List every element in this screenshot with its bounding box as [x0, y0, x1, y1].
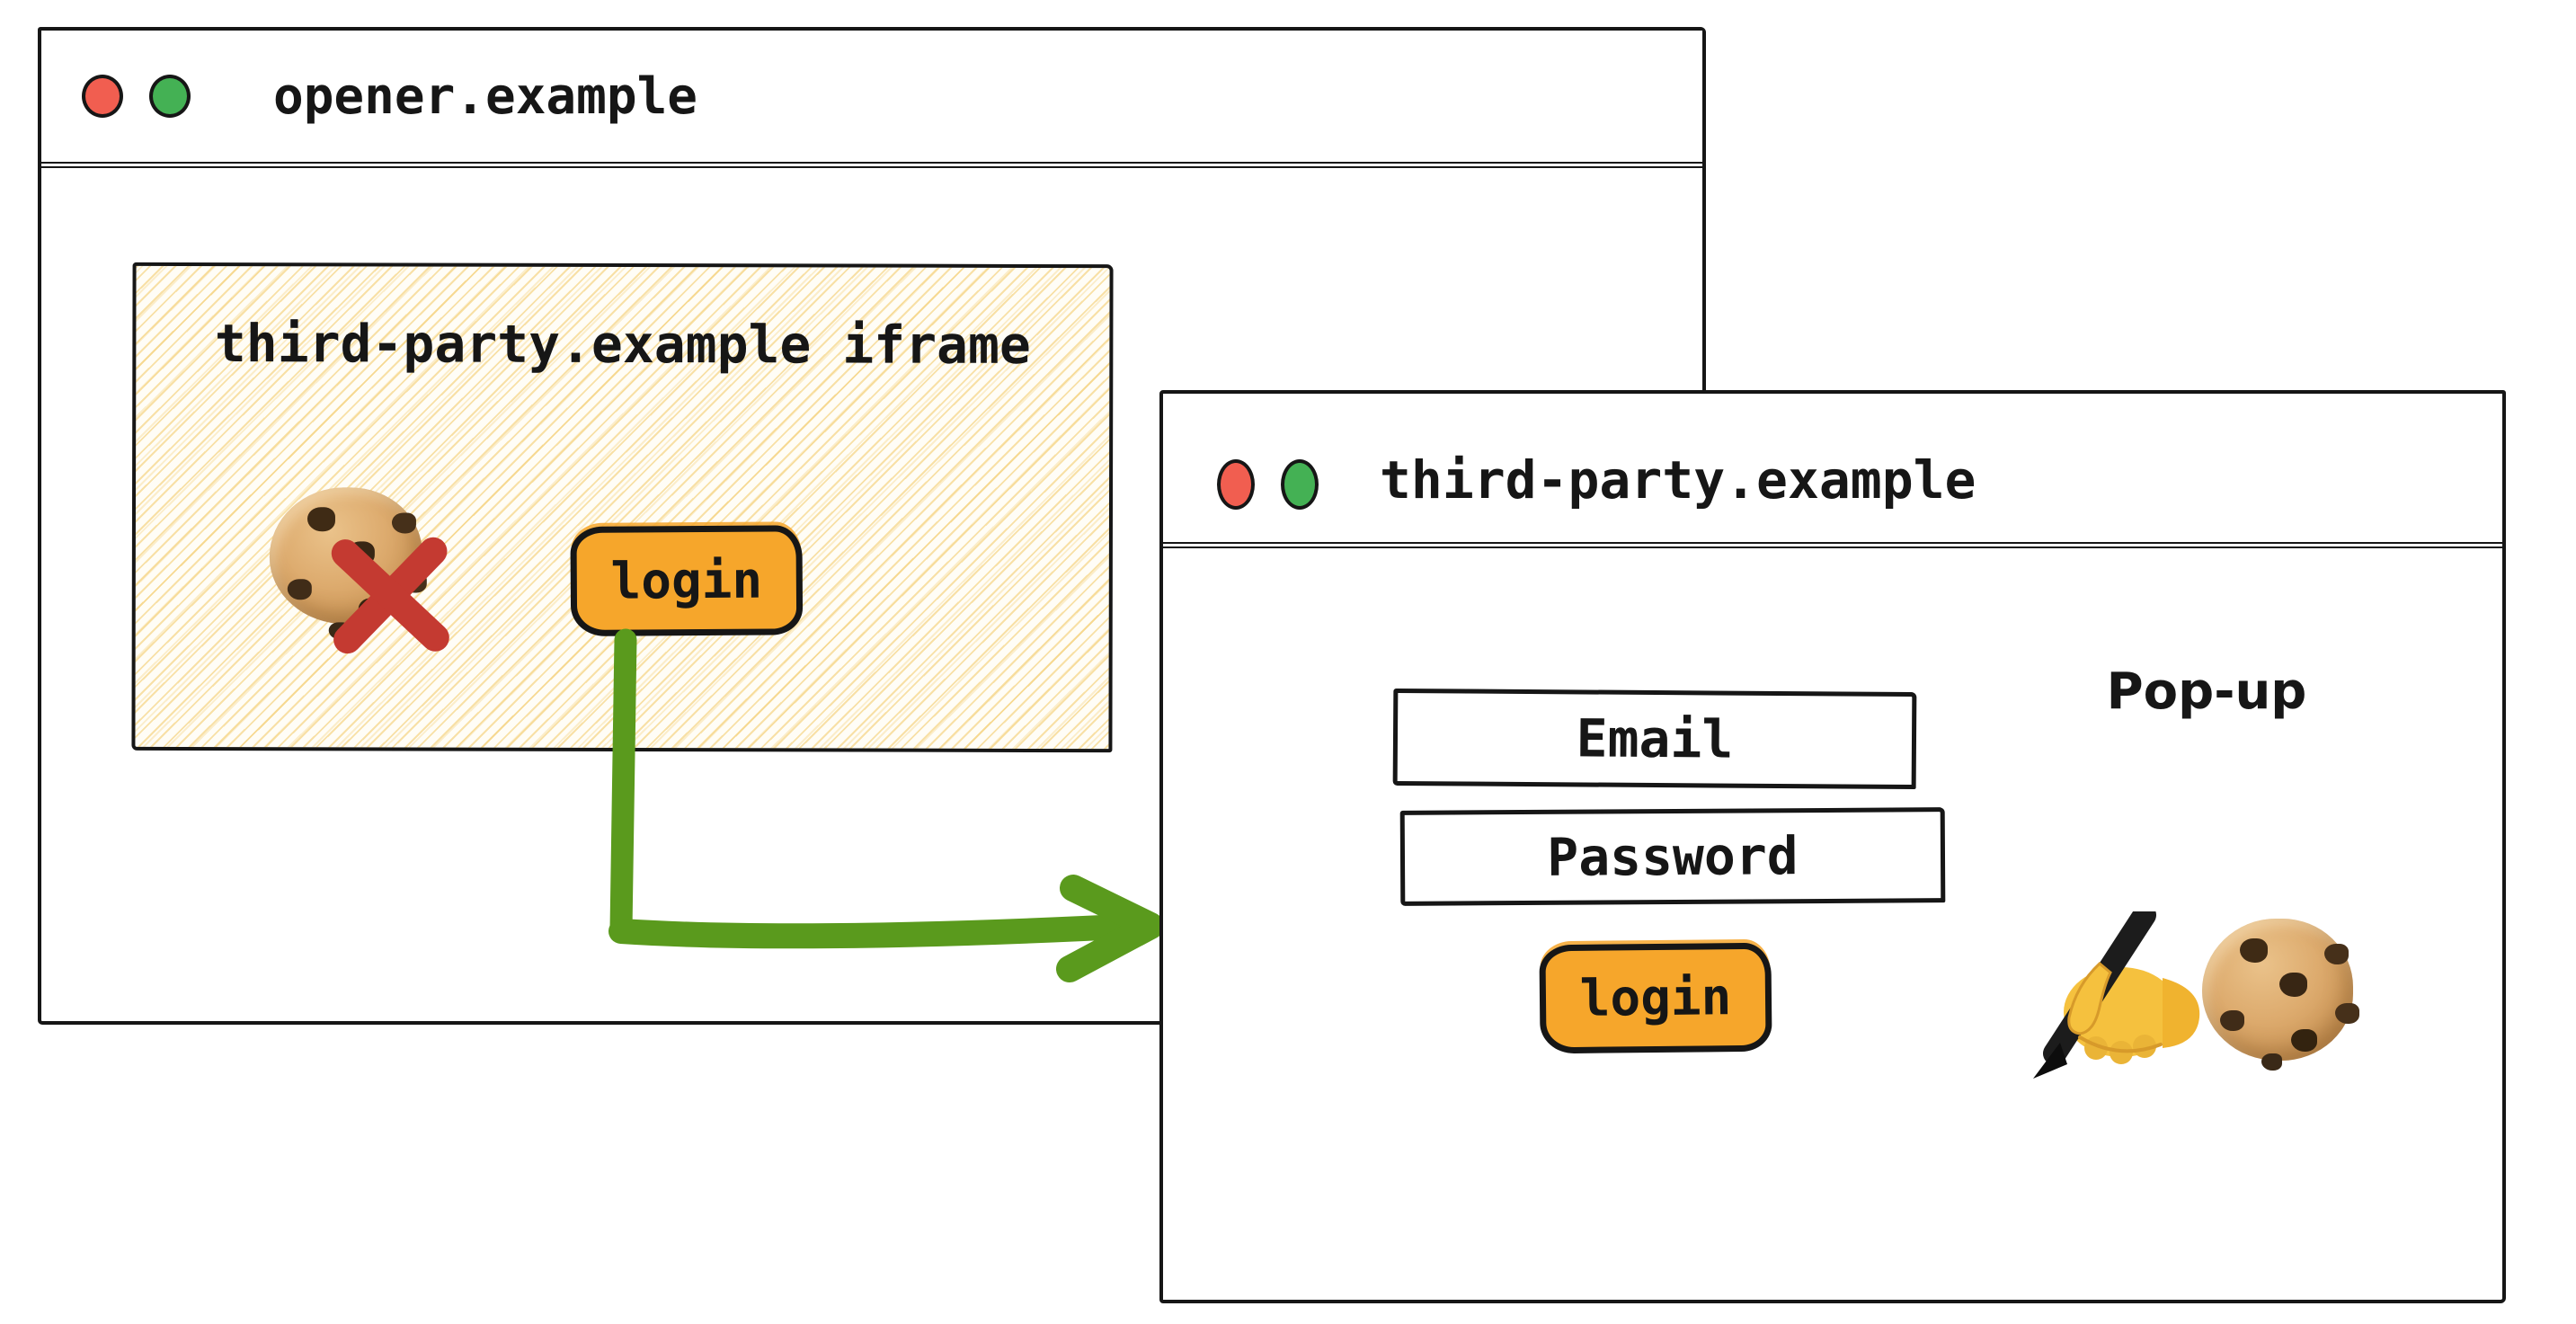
popup-window-title: third-party.example [1380, 449, 1976, 511]
popup-login-button[interactable]: login [1539, 942, 1772, 1054]
password-field[interactable]: Password [1399, 807, 1946, 906]
minimize-button-icon[interactable] [1281, 458, 1319, 510]
cookie-icon [2202, 919, 2353, 1061]
close-button-icon[interactable] [1217, 458, 1255, 510]
iframe-label: third-party.example iframe [214, 313, 1031, 376]
iframe-login-button[interactable]: login [570, 525, 804, 637]
minimize-button-icon[interactable] [149, 75, 191, 118]
popup-window: third-party.example Pop-up Email Passwor… [1159, 390, 2506, 1303]
popup-titlebar: third-party.example [1163, 394, 2502, 548]
red-x-icon [335, 546, 446, 644]
popup-annotation: Pop-up [2106, 662, 2307, 721]
opener-titlebar: opener.example [41, 31, 1702, 168]
close-button-icon[interactable] [82, 75, 123, 118]
third-party-iframe: third-party.example iframe login [131, 262, 1114, 753]
writing-hand-icon [2033, 911, 2200, 1079]
opener-window-title: opener.example [273, 67, 698, 126]
email-field[interactable]: Email [1392, 688, 1917, 790]
